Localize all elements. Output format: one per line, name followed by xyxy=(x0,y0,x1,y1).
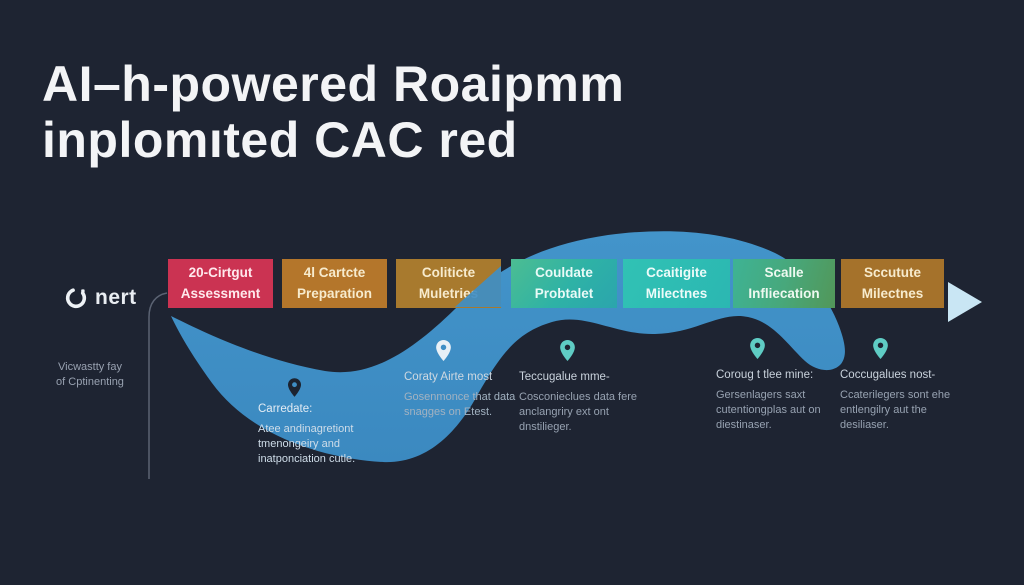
milestone-4-heading: Coroug t tlee mine: xyxy=(716,369,814,381)
milestone-3-heading: Teccugalue mme- xyxy=(519,371,610,383)
brand-logo: nert xyxy=(64,286,137,310)
milestone-2: Coraty Airte most Gosenmonce that data s… xyxy=(404,340,516,420)
milestone-1-body: Atee andinagretiont tmenongeiry and inat… xyxy=(258,422,356,465)
stage-6-label-line1: Scalle xyxy=(764,265,804,281)
milestone-3: Teccugalue mme- Cosconieclues data fere … xyxy=(519,340,645,434)
milestone-2-heading: Coraty Airte most xyxy=(404,371,493,383)
stage-2-label-line1: 4l Cartcte xyxy=(303,265,366,281)
stage-3-label-line1: Coliticte xyxy=(421,265,476,281)
stage-1-label-line1: 20-Cirtgut xyxy=(188,265,253,281)
axis-line xyxy=(148,292,168,479)
brand-logo-text: nert xyxy=(95,286,137,309)
axis-label-line2: of Cptinenting xyxy=(56,376,124,389)
page-title-line2: inplomıted CAC red xyxy=(42,112,518,168)
stage-2-label-line2: Preparation xyxy=(296,285,373,301)
stage-1-label-line2: Assessment xyxy=(180,285,261,301)
stage-3-label-line2: Muletries xyxy=(418,285,479,301)
milestone-2-body: Gosenmonce that data snagges on Etest. xyxy=(404,390,516,418)
arrow-icon xyxy=(948,282,982,322)
stage-7-label-line1: Sccutute xyxy=(863,265,921,281)
wave-wedge-overlay xyxy=(455,266,501,307)
stage-5-label-line1: Ccaitigite xyxy=(646,265,707,281)
pin-icon-white xyxy=(436,340,451,361)
milestone-5: Coccugalues nost- Ccaterilegers sont ehe… xyxy=(840,338,968,432)
milestone-4-body: Gersenlagers saxt cutentiongplas aut on … xyxy=(716,388,821,431)
milestone-5-heading: Coccugalues nost- xyxy=(840,369,936,381)
stage-4-label-line2: Probtalet xyxy=(534,285,594,301)
pin-icon-teal xyxy=(560,340,575,361)
pin-icon-dark xyxy=(288,378,301,397)
broken-circle-icon xyxy=(65,287,87,309)
page-title-line1: AI–h-powered Roaipmm xyxy=(42,56,625,112)
stage-4-label-line1: Couldate xyxy=(535,265,593,281)
milestone-1: Carredate: Atee andinagretiont tmenongei… xyxy=(258,378,362,466)
stage-box-2: 4l Cartcte Preparation xyxy=(282,259,387,308)
milestone-4: Coroug t tlee mine: Gersenlagers saxt cu… xyxy=(716,338,842,432)
stage-7-label-line2: Milectnes xyxy=(861,285,924,301)
axis-label-line1: Vicwastty fay xyxy=(58,361,122,373)
pin-icon-teal xyxy=(873,338,888,359)
page-title: AI–h-powered Roaipmm inplomıted CAC red xyxy=(42,56,624,168)
pin-icon-teal xyxy=(750,338,765,359)
axis-label: Vicwastty fay of Cptinenting xyxy=(38,360,142,391)
stage-6-label-line2: Infliecation xyxy=(748,285,820,301)
stage-5-label-line2: Milectnes xyxy=(645,285,708,301)
stage-box-7: Sccutute Milectnes xyxy=(841,259,944,308)
stage-box-5: Ccaitigite Milectnes xyxy=(623,259,730,308)
milestone-3-body: Cosconieclues data fere anclangriry ext … xyxy=(519,390,638,433)
stage-box-1: 20-Cirtgut Assessment xyxy=(168,259,273,308)
milestone-5-body: Ccaterilegers sont ehe entlengilry aut t… xyxy=(840,388,951,431)
stage-box-6: Scalle Infliecation xyxy=(733,259,835,308)
stage-box-4: Couldate Probtalet xyxy=(511,259,617,308)
milestone-1-heading: Carredate: xyxy=(258,403,313,415)
